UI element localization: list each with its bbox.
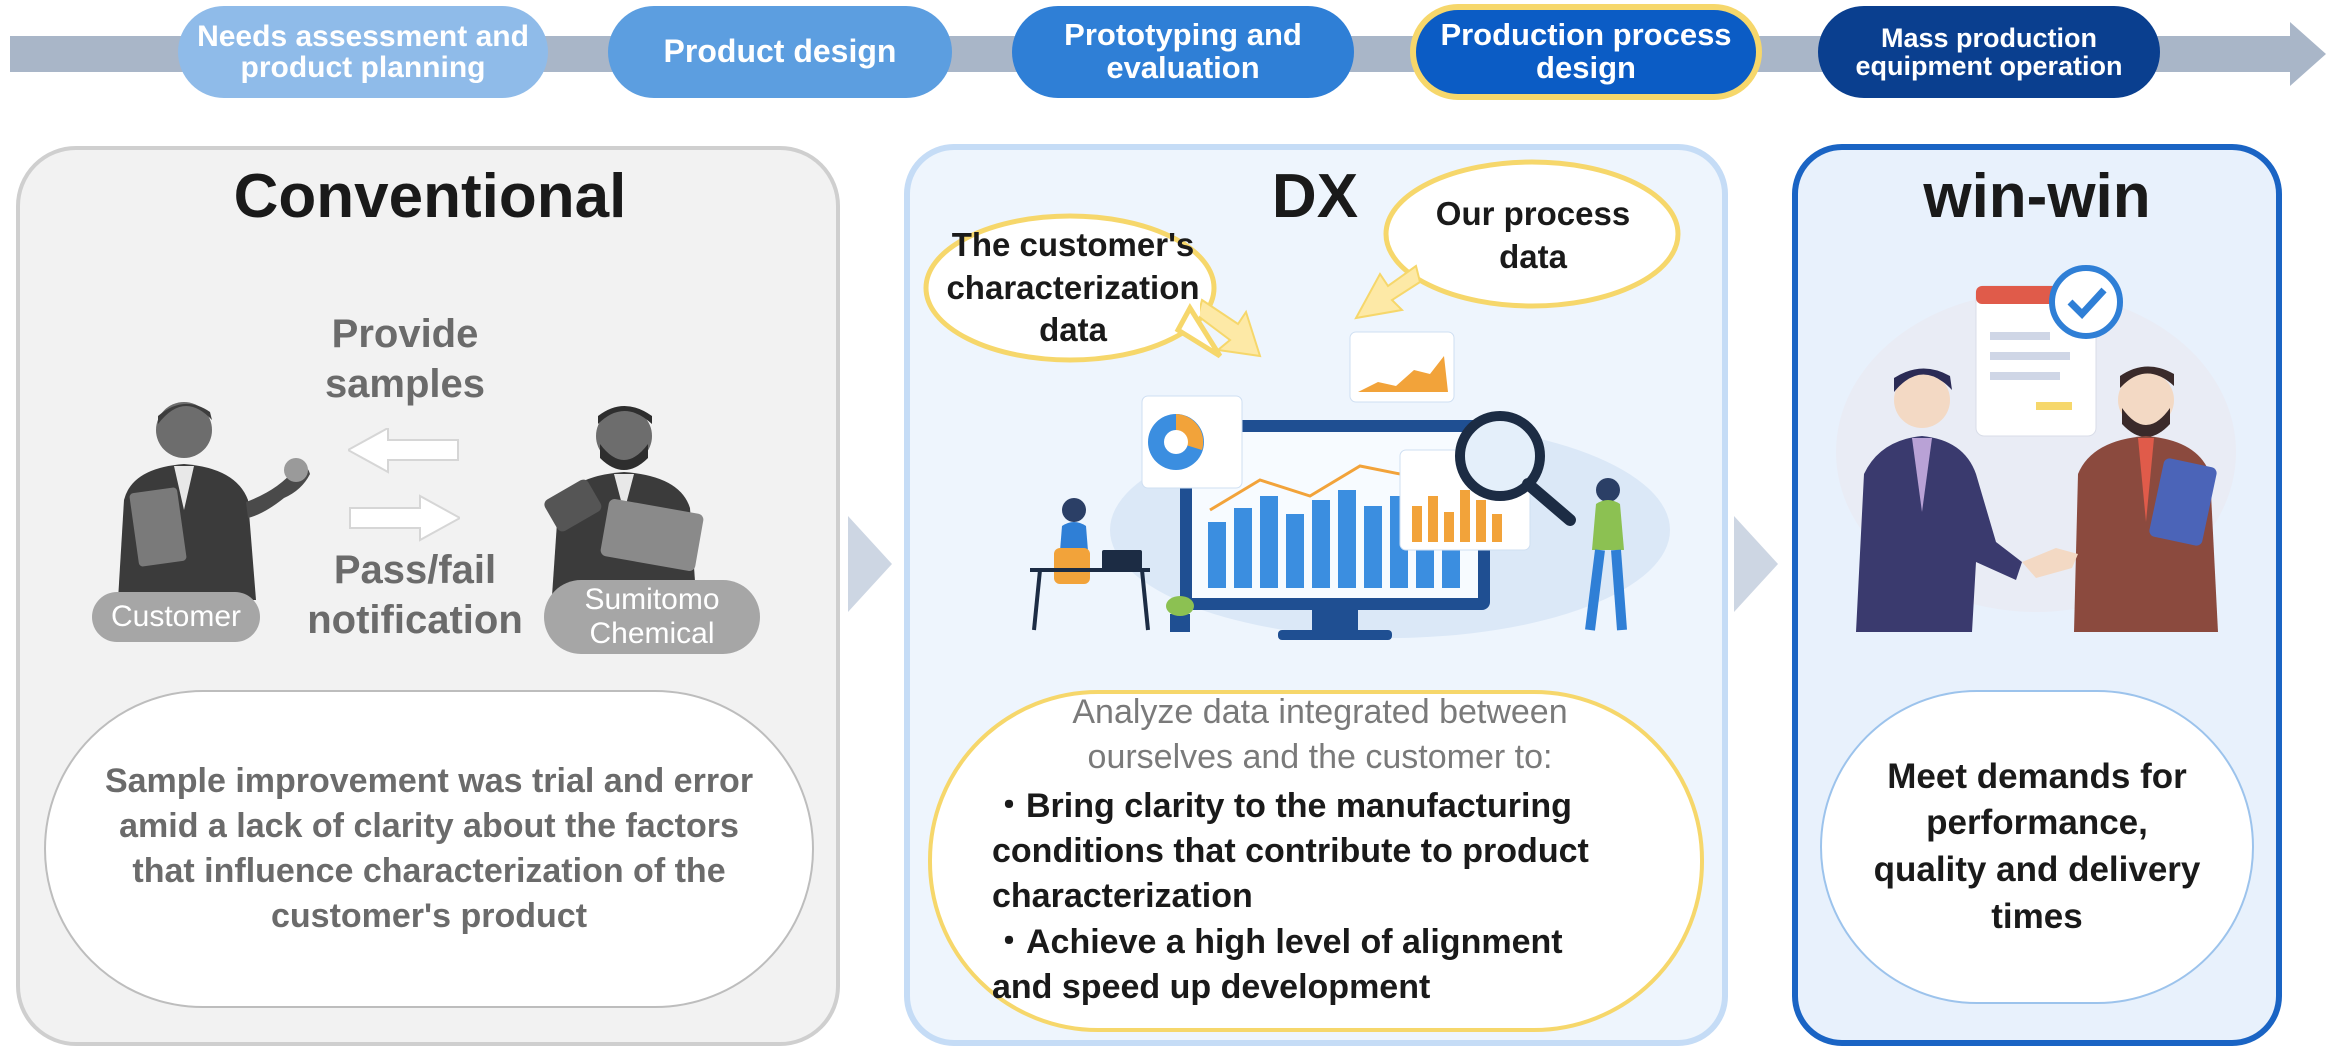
chevron-right-icon xyxy=(1734,516,1778,612)
customer-data-bubble-text: The customer's characterization data xyxy=(946,225,1200,349)
sumitomo-label: Sumitomo Chemical xyxy=(544,580,760,654)
step-product-design: Product design xyxy=(608,6,952,98)
dx-summary xyxy=(928,690,1704,1032)
down-right-arrow-icon xyxy=(1200,298,1262,358)
dx-title: DX xyxy=(1271,161,1359,231)
customer-person-icon xyxy=(118,402,310,600)
pass-fail-label: Pass/fail notification xyxy=(307,548,523,642)
step-mass-production: Mass production equipment operation xyxy=(1818,6,2160,98)
winwin-summary: Meet demands for performance, quality an… xyxy=(1820,690,2254,1004)
provide-samples-label: Provide samples xyxy=(324,312,486,406)
customer-label: Customer xyxy=(92,592,260,642)
handshake-illustration xyxy=(1836,265,2236,632)
winwin-title: win-win xyxy=(1923,161,2151,231)
chevron-right-icon xyxy=(848,516,892,612)
sumitomo-person-icon xyxy=(544,406,704,596)
dx-bullet-1: ・Bring clarity to the manufacturing cond… xyxy=(992,787,1589,916)
step-needs-assessment: Needs assessment and product planning xyxy=(178,6,548,98)
conventional-summary: Sample improvement was trial and error a… xyxy=(44,690,814,1008)
step-production-process-design: Production process design xyxy=(1410,4,1762,100)
customer-data-bubble xyxy=(923,213,1223,363)
process-data-bubble-text: Our process data xyxy=(1435,195,1631,275)
dx-intro: Analyze data integrated between ourselve… xyxy=(1072,693,1568,777)
dx-bullet-2: ・Achieve a high level of alignment and s… xyxy=(992,923,1563,1007)
data-analysis-illustration xyxy=(1030,331,1670,640)
exchange-arrows xyxy=(348,428,460,542)
down-left-arrow-icon xyxy=(1354,264,1420,320)
step-prototyping: Prototyping and evaluation xyxy=(1012,6,1354,98)
process-data-bubble xyxy=(1383,159,1681,309)
conventional-title: Conventional xyxy=(233,161,627,231)
